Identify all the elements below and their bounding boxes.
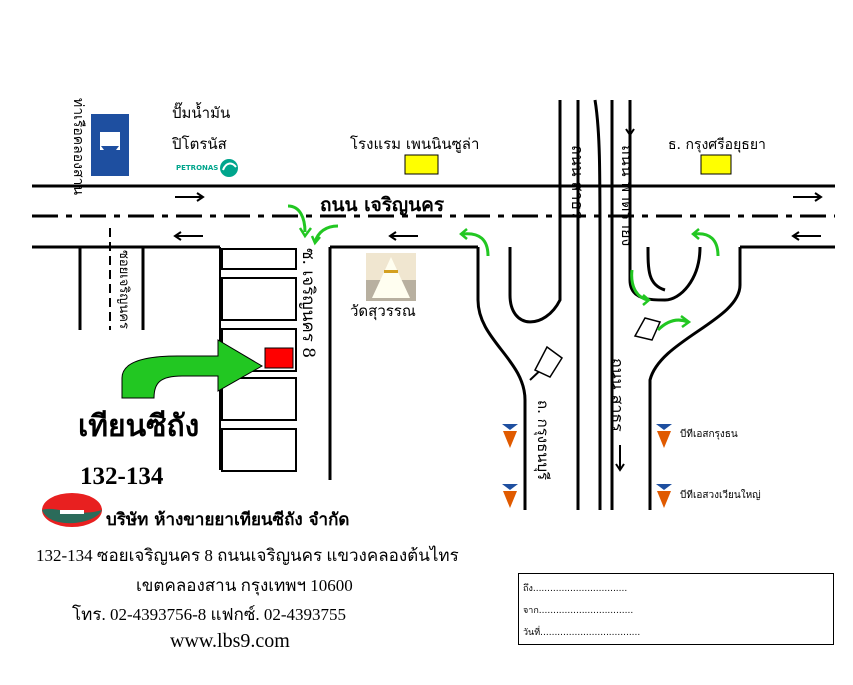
company-logo-icon xyxy=(42,493,102,527)
boat-shape xyxy=(101,146,119,150)
road-lower-right-label: ถนน สาธร xyxy=(608,358,627,432)
road-upper-mid-label: ถนน สาธร xyxy=(568,145,587,219)
address-line-1: 132-134 ซอยเจริญนคร 8 ถนนเจริญนคร แขวงคล… xyxy=(36,546,459,565)
bts-krungthon-label: บีทีเอสกรุงธน xyxy=(680,428,738,440)
temple-picture-icon xyxy=(366,253,416,301)
store-name: เทียนซีถัง xyxy=(78,410,200,443)
traffic-arrows xyxy=(173,110,823,472)
soi8-label: ซ. เจริญนคร 8 xyxy=(298,248,318,358)
bts-logo-wongwian-left xyxy=(500,480,520,510)
road-lower-left-label: ถ. กรุงธนบุรี xyxy=(533,400,552,480)
petronas-logo-icon xyxy=(220,159,238,177)
hotel-marker xyxy=(404,154,439,175)
form-from-line[interactable]: จาก................................. xyxy=(523,606,634,616)
pier-label: ท่าเรือคลองสาน xyxy=(70,98,86,195)
store-pointer-arrow xyxy=(121,339,263,399)
petronas-text: PETRONAS xyxy=(176,164,218,172)
turn-arrows xyxy=(287,204,720,332)
website-link[interactable]: www.lbs9.com xyxy=(170,630,290,652)
bridge-roads xyxy=(476,99,742,510)
bank-label: ธ. กรุงศรีอยุธยา xyxy=(668,137,766,153)
bts-logo-krungthon-left xyxy=(500,420,520,450)
main-road-label: ถนน เจริญนคร xyxy=(320,194,445,216)
bts-logo-wongwian-right xyxy=(654,480,674,510)
traffic-island-right xyxy=(633,317,662,341)
road-upper-right-label: ถนน พาดรายง xyxy=(618,145,637,246)
hotel-label: โรงแรม เพนนินซูล่า xyxy=(350,135,479,153)
bts-logo-krungthon-right xyxy=(654,420,674,450)
form-date-line[interactable]: วันที่..................................… xyxy=(523,628,641,638)
bank-marker xyxy=(700,154,732,175)
left-lane-label: ซอยเจริญนคร xyxy=(116,250,131,329)
store-number: 132-134 xyxy=(80,463,164,490)
gas-brand-label: ปิโตรนัส xyxy=(171,135,227,153)
address-line-2: เขตคลองสาน กรุงเทพฯ 10600 xyxy=(136,576,353,595)
gas-station-label: ปั๊มน้ำมัน xyxy=(172,102,230,122)
bts-wongwian-label: บีทีเอสวงเวียนใหญ่ xyxy=(680,489,761,501)
form-to-line[interactable]: ถึง................................. xyxy=(523,584,628,594)
company-name: บริษัท ห้างขายยาเทียนซีถัง จำกัด xyxy=(106,510,350,530)
traffic-island-left xyxy=(533,345,564,378)
temple-label: วัดสุวรรณ xyxy=(350,302,416,321)
pier-sign-inner xyxy=(100,132,120,150)
store-marker xyxy=(264,347,294,369)
phone-fax: โทร. 02-4393756-8 แฟกซ์. 02-4393755 xyxy=(72,605,347,624)
recipient-form: ถึง................................. จาก… xyxy=(518,573,834,645)
